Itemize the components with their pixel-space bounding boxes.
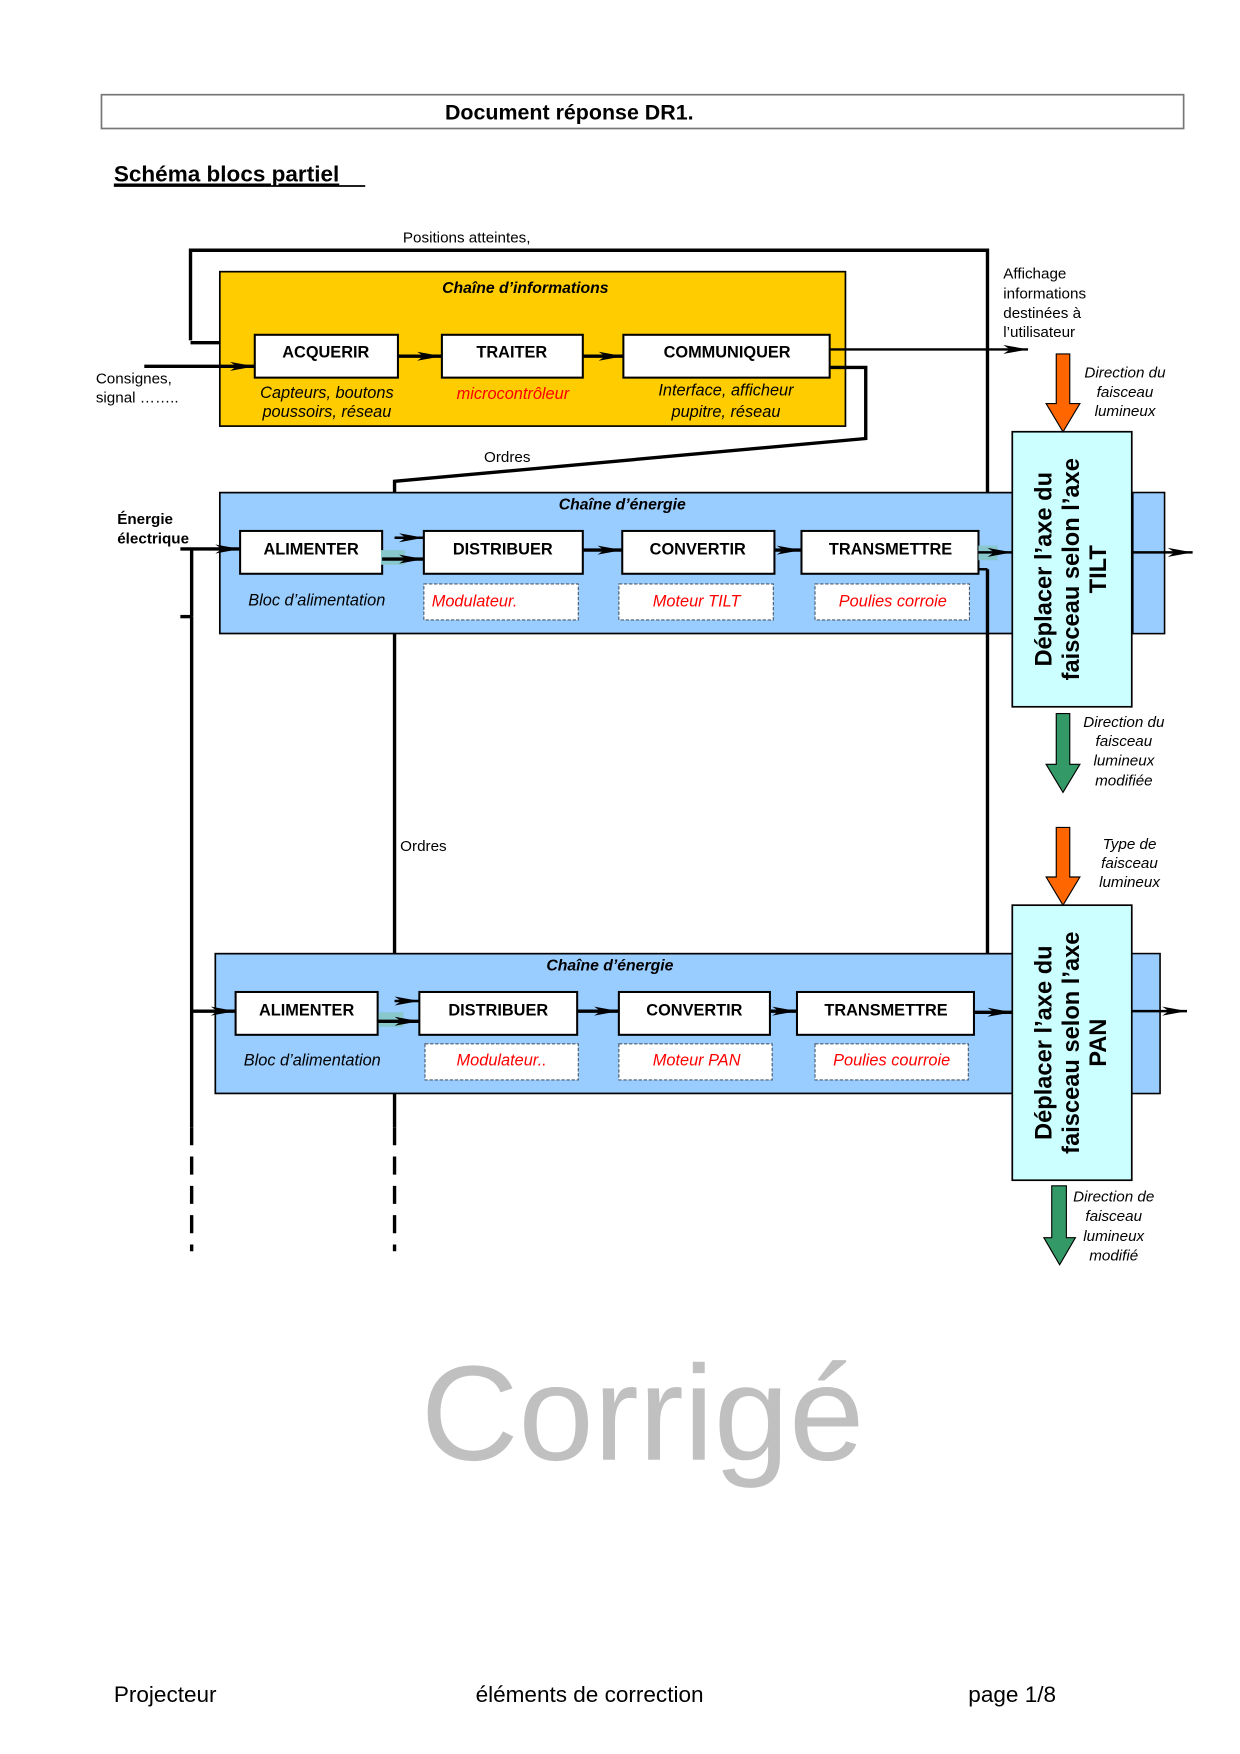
watermark: Corrigé <box>421 1338 864 1489</box>
function-pan-line2: faisceau selon l’axe <box>1059 932 1085 1154</box>
block-communiquer[interactable]: COMMUNIQUER <box>622 333 831 379</box>
block-distribuer-tilt[interactable]: DISTRIBUER <box>422 529 584 575</box>
distribuer-pan-answer-box <box>424 1043 579 1081</box>
energy-chain-tilt-title: Chaîne d’énergie <box>559 497 686 514</box>
ordres-label-mid: Ordres <box>400 838 447 855</box>
consignes-label-line2: signal …….. <box>96 389 179 406</box>
output-arrow-pan-label-line2: faisceau <box>1085 1208 1142 1225</box>
block-convertir-tilt-label: CONVERTIR <box>650 541 746 559</box>
output-arrow-tilt-icon <box>1045 712 1081 794</box>
ordres-label-top: Ordres <box>484 449 531 466</box>
affichage-label-line2: informations <box>1003 286 1086 303</box>
output-arrow-tilt-label-line2: faisceau <box>1096 733 1153 750</box>
output-arrow-pan-label-line1: Direction de <box>1073 1189 1154 1206</box>
affichage-label-line4: l’utilisateur <box>1003 324 1075 341</box>
affichage-label-line3: destinées à <box>1003 305 1081 322</box>
affichage-label-line1: Affichage <box>1003 265 1066 282</box>
communiquer-sub-line1: Interface, afficheur <box>658 382 794 400</box>
function-tilt-line2: faisceau selon l’axe <box>1059 458 1085 680</box>
transmettre-pan-answer: Poulies courroie <box>833 1051 950 1069</box>
function-pan-line1: Déplacer l’axe du <box>1032 945 1058 1140</box>
transmettre-tilt-answer-box <box>814 583 971 621</box>
block-transmettre-pan-label: TRANSMETTRE <box>824 1002 947 1020</box>
traiter-sub: microcontrôleur <box>457 385 570 403</box>
function-pan-line3: PAN <box>1086 1019 1112 1067</box>
function-tilt-text: Déplacer l’axe du faisceau selon l’axe T… <box>1032 458 1112 680</box>
block-acquerir[interactable]: ACQUERIR <box>253 333 399 379</box>
block-convertir-pan[interactable]: CONVERTIR <box>617 990 771 1036</box>
energy-chain-pan-title: Chaîne d’énergie <box>546 958 673 975</box>
ordres-wire <box>392 365 868 1128</box>
section-title: Schéma blocs partiel <box>114 161 339 186</box>
positions-atteintes-label: Positions atteintes, <box>403 229 531 246</box>
document-title: Document réponse DR1. <box>445 100 694 124</box>
block-transmettre-tilt[interactable]: TRANSMETTRE <box>800 529 980 575</box>
acquerir-sub-line1: Capteurs, boutons <box>260 384 393 402</box>
distribuer-tilt-answer: Modulateur. <box>432 592 518 610</box>
convertir-pan-answer-box <box>618 1043 773 1081</box>
block-communiquer-label: COMMUNIQUER <box>664 343 791 361</box>
block-transmettre-tilt-label: TRANSMETTRE <box>829 541 952 559</box>
block-alimenter-tilt[interactable]: ALIMENTER <box>239 529 384 575</box>
transmettre-pan-answer-box <box>814 1043 969 1081</box>
feedback-wire <box>188 248 990 570</box>
info-chain-title: Chaîne d’informations <box>442 280 609 297</box>
function-block-tilt[interactable] <box>1011 430 1133 708</box>
block-alimenter-pan[interactable]: ALIMENTER <box>234 990 379 1036</box>
consignes-label-line1: Consignes, <box>96 370 172 387</box>
block-transmettre-pan[interactable]: TRANSMETTRE <box>795 990 975 1036</box>
block-distribuer-pan-label: DISTRIBUER <box>448 1002 548 1020</box>
footer-center: éléments de correction <box>476 1682 704 1707</box>
alimenter-pan-sub: Bloc d’alimentation <box>244 1051 381 1069</box>
block-distribuer-tilt-label: DISTRIBUER <box>453 541 553 559</box>
output-arrow-pan-label-line3: lumineux <box>1083 1228 1145 1245</box>
block-alimenter-pan-label: ALIMENTER <box>259 1002 354 1020</box>
output-arrow-tilt-label-line1: Direction du <box>1083 714 1165 731</box>
block-acquerir-label: ACQUERIR <box>282 343 369 361</box>
input-arrow-tilt-label-line3: lumineux <box>1095 403 1157 420</box>
footer-left: Projecteur <box>114 1682 217 1707</box>
acquerir-sub-line2: poussoirs, réseau <box>261 403 391 421</box>
block-traiter[interactable]: TRAITER <box>440 333 584 379</box>
input-arrow-pan-label-line1: Type de <box>1103 836 1157 853</box>
block-convertir-pan-label: CONVERTIR <box>646 1002 742 1020</box>
input-arrow-pan-label-line3: lumineux <box>1099 874 1161 891</box>
output-arrow-pan-label-line4: modifié <box>1089 1247 1138 1264</box>
header-box <box>100 93 1185 130</box>
input-arrow-tilt-icon <box>1045 353 1081 433</box>
distribuer-pan-answer: Modulateur.. <box>457 1051 547 1069</box>
input-arrow-tilt-label-line1: Direction du <box>1084 365 1166 382</box>
communiquer-sub-line2: pupitre, réseau <box>670 403 780 421</box>
function-block-pan[interactable] <box>1011 904 1133 1182</box>
convertir-tilt-answer: Moteur TILT <box>653 592 742 610</box>
function-tilt-line3: TILT <box>1086 545 1112 594</box>
transmettre-tilt-answer: Poulies corroie <box>839 592 947 610</box>
block-convertir-tilt[interactable]: CONVERTIR <box>621 529 776 575</box>
input-arrow-tilt-label-line2: faisceau <box>1097 384 1154 401</box>
block-distribuer-pan[interactable]: DISTRIBUER <box>418 990 579 1036</box>
footer-page: page 1/8 <box>968 1682 1056 1707</box>
input-arrow-pan-label-line2: faisceau <box>1101 855 1158 872</box>
input-arrow-pan-icon <box>1045 826 1081 907</box>
energie-label-line2: électrique <box>117 530 189 547</box>
output-arrow-pan-icon <box>1042 1185 1077 1266</box>
distribuer-tilt-answer-box <box>423 583 579 621</box>
convertir-pan-answer: Moteur PAN <box>653 1051 741 1069</box>
alimenter-tilt-sub: Bloc d’alimentation <box>248 591 385 609</box>
output-arrow-tilt-label-line3: lumineux <box>1093 752 1155 769</box>
function-tilt-line1: Déplacer l’axe du <box>1032 472 1058 667</box>
convertir-tilt-answer-box <box>618 583 774 621</box>
block-alimenter-tilt-label: ALIMENTER <box>264 541 359 559</box>
energie-label-line1: Énergie <box>117 511 173 528</box>
block-traiter-label: TRAITER <box>476 343 547 361</box>
function-pan-text: Déplacer l’axe du faisceau selon l’axe P… <box>1032 932 1112 1154</box>
output-arrow-tilt-label-line4: modifiée <box>1095 773 1152 790</box>
